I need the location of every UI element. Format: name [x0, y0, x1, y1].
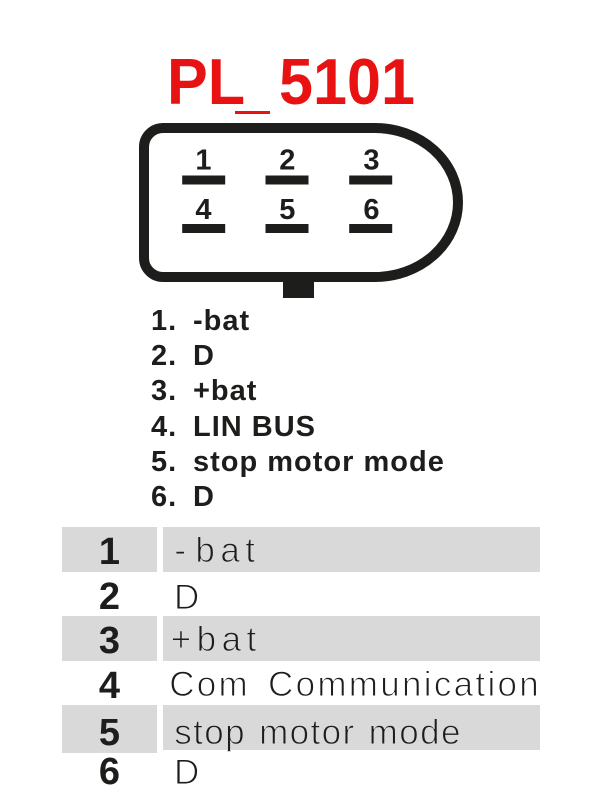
svg-text:5: 5	[279, 194, 295, 226]
svg-text:4: 4	[195, 194, 211, 226]
svg-text:1: 1	[195, 145, 211, 177]
svg-text:3: 3	[363, 145, 379, 177]
svg-text:6: 6	[363, 194, 379, 226]
svg-text:2: 2	[279, 145, 295, 177]
